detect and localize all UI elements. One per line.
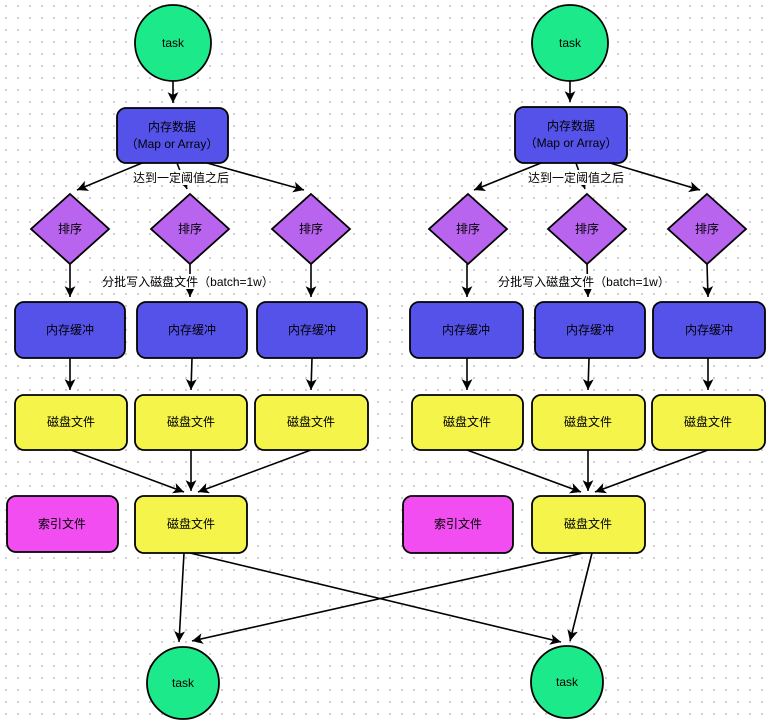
edges-left-column <box>64 81 562 645</box>
merged-disk-file-node-right[interactable] <box>531 495 646 554</box>
sort-label: 排序 <box>695 221 719 236</box>
task-label: task <box>559 36 582 50</box>
task-label: task <box>556 675 579 689</box>
edge-merged-left-to-task-right <box>189 552 562 645</box>
memory-buffer-label: 内存缓冲 <box>168 322 216 337</box>
disk-file-label: 磁盘文件 <box>167 414 215 429</box>
edge-disk3-to-merged-left <box>197 449 312 494</box>
sort-label: 排序 <box>575 221 599 236</box>
sort-diamond-right-2[interactable] <box>546 192 628 266</box>
edge-buffer2-to-disk2-left <box>185 357 197 391</box>
batch-label-bg-right <box>507 274 661 289</box>
memory-buffer-label: 内存缓冲 <box>288 322 336 337</box>
task-label: task <box>162 36 185 50</box>
merged-disk-file-node-left[interactable] <box>134 495 248 554</box>
sort-diamond-left-2[interactable] <box>149 192 231 266</box>
disk-file-label: 磁盘文件 <box>564 516 612 531</box>
memory-data-node-left[interactable] <box>116 107 229 164</box>
edge-merged-right-to-task-right <box>567 552 593 642</box>
sort-diamond-left-1[interactable] <box>29 192 111 266</box>
disk-file-label: 磁盘文件 <box>167 516 215 531</box>
sort-label: 排序 <box>456 221 480 236</box>
edge-memory-to-sort1-right <box>473 162 542 191</box>
index-file-node-right[interactable] <box>402 495 514 554</box>
disk-file-node-right-1[interactable] <box>411 394 524 451</box>
sort-label: 排序 <box>178 221 202 236</box>
sort-label: 排序 <box>299 221 323 236</box>
sort-diamond-right-3[interactable] <box>666 192 748 266</box>
index-file-node-left[interactable] <box>6 495 119 553</box>
edge-disk3-to-merged-right <box>594 449 709 494</box>
nodes-left-column: task 内存数据 （Map or Array） 达到一定阈值之后 排序 排序 … <box>6 4 369 720</box>
memory-buffer-label: 内存缓冲 <box>442 322 490 337</box>
disk-file-label: 磁盘文件 <box>564 414 612 429</box>
threshold-label-bg-left <box>132 170 229 185</box>
edge-merged-left-to-task-left <box>174 552 186 643</box>
edge-disk1-to-merged-right <box>466 449 582 494</box>
memory-buffer-label: 内存缓冲 <box>46 322 94 337</box>
task-node-bottom-left[interactable] <box>146 646 220 720</box>
memory-data-label-line2: （Map or Array） <box>525 136 618 150</box>
disk-file-node-right-3[interactable] <box>651 394 766 451</box>
disk-file-node-left-2[interactable] <box>134 394 248 451</box>
memory-data-label-line1: 内存数据 <box>547 118 595 133</box>
edge-merged-right-to-task-left <box>191 552 584 644</box>
sort-diamond-left-3[interactable] <box>270 192 352 266</box>
memory-buffer-node-right-3[interactable] <box>652 301 766 359</box>
index-file-label: 索引文件 <box>38 516 86 531</box>
disk-file-label: 磁盘文件 <box>684 414 732 429</box>
edge-buffer3-to-disk3-left <box>305 357 317 391</box>
edge-memory-to-sort3-left <box>206 162 305 193</box>
threshold-label-bg-right <box>527 170 624 185</box>
memory-data-node-right[interactable] <box>514 106 628 164</box>
disk-file-label: 磁盘文件 <box>47 414 95 429</box>
memory-buffer-label: 内存缓冲 <box>566 322 614 337</box>
nodes-right-column: task 内存数据 （Map or Array） 达到一定阈值之后 排序 排序 … <box>402 4 766 719</box>
memory-buffer-node-left-1[interactable] <box>14 301 126 359</box>
task-node-top-right[interactable] <box>531 4 609 82</box>
disk-file-node-left-3[interactable] <box>254 394 369 451</box>
edge-buffer2-to-disk2-right <box>582 357 594 391</box>
edge-memory-to-sort3-right <box>609 162 701 193</box>
batch-edge-label-right: 分批写入磁盘文件（batch=1w） <box>498 274 670 289</box>
disk-file-label: 磁盘文件 <box>443 414 491 429</box>
batch-label-bg-left <box>111 274 265 289</box>
task-label: task <box>172 676 195 690</box>
task-node-bottom-right[interactable] <box>530 645 604 719</box>
batch-edge-label-left: 分批写入磁盘文件（batch=1w） <box>102 274 274 289</box>
threshold-edge-label-right: 达到一定阈值之后 <box>528 170 624 185</box>
memory-buffer-node-right-1[interactable] <box>409 301 524 359</box>
edge-sort3-to-buffer3-right <box>702 263 714 298</box>
index-file-label: 索引文件 <box>434 516 482 531</box>
edge-disk1-to-merged-left <box>70 449 185 494</box>
disk-file-node-right-2[interactable] <box>531 394 646 451</box>
edge-memory-to-sort1-left <box>76 162 143 191</box>
memory-buffer-node-left-3[interactable] <box>256 301 368 359</box>
memory-buffer-label: 内存缓冲 <box>685 322 733 337</box>
task-node-top-left[interactable] <box>134 4 212 82</box>
memory-buffer-node-left-2[interactable] <box>136 301 248 359</box>
threshold-edge-label-left: 达到一定阈值之后 <box>133 170 229 185</box>
memory-data-label-line1: 内存数据 <box>148 119 196 134</box>
edges-right-column <box>191 81 714 644</box>
sort-diamond-right-1[interactable] <box>427 192 509 266</box>
sort-label: 排序 <box>58 221 82 236</box>
memory-buffer-node-right-2[interactable] <box>534 301 646 359</box>
disk-file-node-left-1[interactable] <box>14 394 128 451</box>
memory-data-label-line2: （Map or Array） <box>126 137 219 151</box>
disk-file-label: 磁盘文件 <box>287 414 335 429</box>
